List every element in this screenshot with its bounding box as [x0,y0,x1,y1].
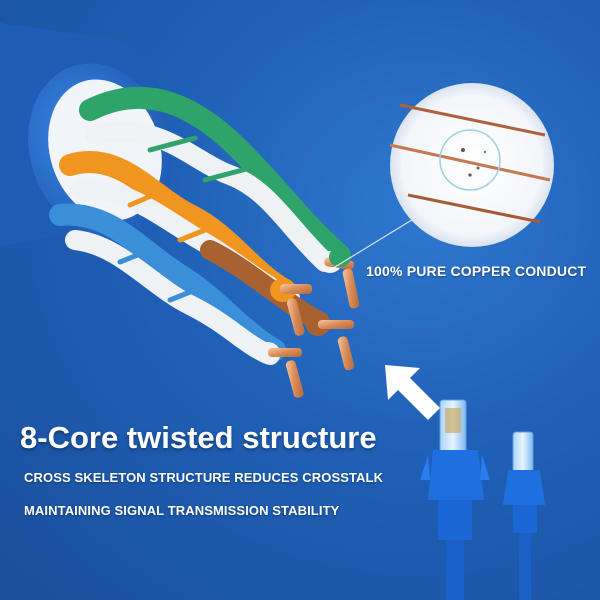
copper-magnifier [329,83,554,271]
subtitle-line-2: MAINTAINING SIGNAL TRANSMISSION STABILIT… [24,503,340,518]
green-wire [79,86,351,266]
twisted-pairs [49,86,351,365]
subtitle-line-1: CROSS SKELETON STRUCTURE REDUCES CROSSTA… [24,470,384,485]
headline: 8-Core twisted structure [20,420,377,455]
blue-white-wire [65,230,280,365]
arrow-icon [385,365,440,420]
brown-wire [200,240,330,332]
copper-callout-text: 100% PURE COPPER CONDUCT [366,263,587,279]
copper-cores [256,247,360,398]
rj45-connector-icon [420,399,545,600]
